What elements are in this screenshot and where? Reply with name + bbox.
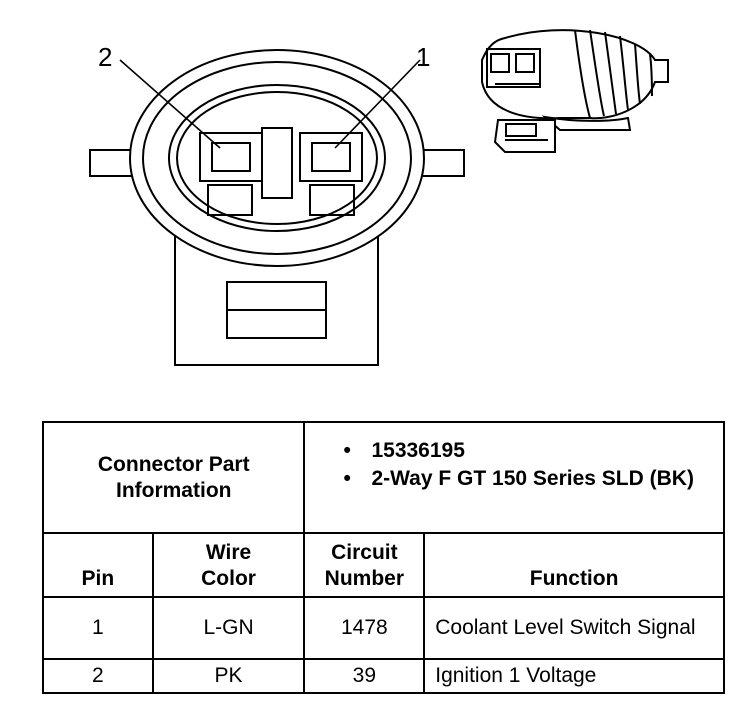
part-info-list: 15336195 2-Way F GT 150 Series SLD (BK) xyxy=(343,437,723,493)
pin-cell: 1 xyxy=(42,596,154,660)
part-description: 2-Way F GT 150 Series SLD (BK) xyxy=(343,465,723,493)
connector-inner-face xyxy=(168,84,386,232)
wire-color-cell: L-GN xyxy=(151,596,306,660)
part-info-cell: 15336195 2-Way F GT 150 Series SLD (BK) xyxy=(303,421,725,534)
connector-info-table: Connector Part Information 15336195 2-Wa… xyxy=(41,421,725,694)
wire-color-header: Wire Color xyxy=(151,532,306,598)
part-number: 15336195 xyxy=(343,437,723,465)
pin-1-leader xyxy=(334,59,421,149)
circuit-cell: 39 xyxy=(303,658,426,694)
pin-header: Pin xyxy=(42,532,154,598)
part-info-row: Connector Part Information 15336195 2-Wa… xyxy=(41,421,725,534)
circuit-number-header: Circuit Number xyxy=(303,532,426,598)
pin-2-cavity xyxy=(199,132,263,182)
function-header: Function xyxy=(423,532,725,598)
function-cell: Coolant Level Switch Signal xyxy=(423,596,725,660)
connector-base xyxy=(174,235,379,366)
connector-outer-shell xyxy=(129,49,425,267)
circuit-cell: 1478 xyxy=(303,596,426,660)
header-row: Pin Wire Color Circuit Number Function xyxy=(42,532,725,598)
pin-cell: 2 xyxy=(42,658,154,694)
connector-part-label-cell: Connector Part Information xyxy=(41,421,306,534)
pin-2-label: 2 xyxy=(98,42,113,72)
pin-2-leader xyxy=(119,59,221,149)
wire-color-cell: PK xyxy=(151,658,306,694)
pin-1-label: 1 xyxy=(416,42,431,72)
pin-1-cavity xyxy=(299,132,363,182)
table-row: 1 L-GN 1478 Coolant Level Switch Signal xyxy=(42,596,725,660)
table-row: 2 PK 39 Ignition 1 Voltage xyxy=(42,658,725,694)
function-cell: Ignition 1 Voltage xyxy=(423,658,725,694)
connector-perspective-view xyxy=(481,29,669,153)
connector-diagram xyxy=(89,29,669,366)
connector-part-label: Connector Part Information xyxy=(97,452,250,502)
